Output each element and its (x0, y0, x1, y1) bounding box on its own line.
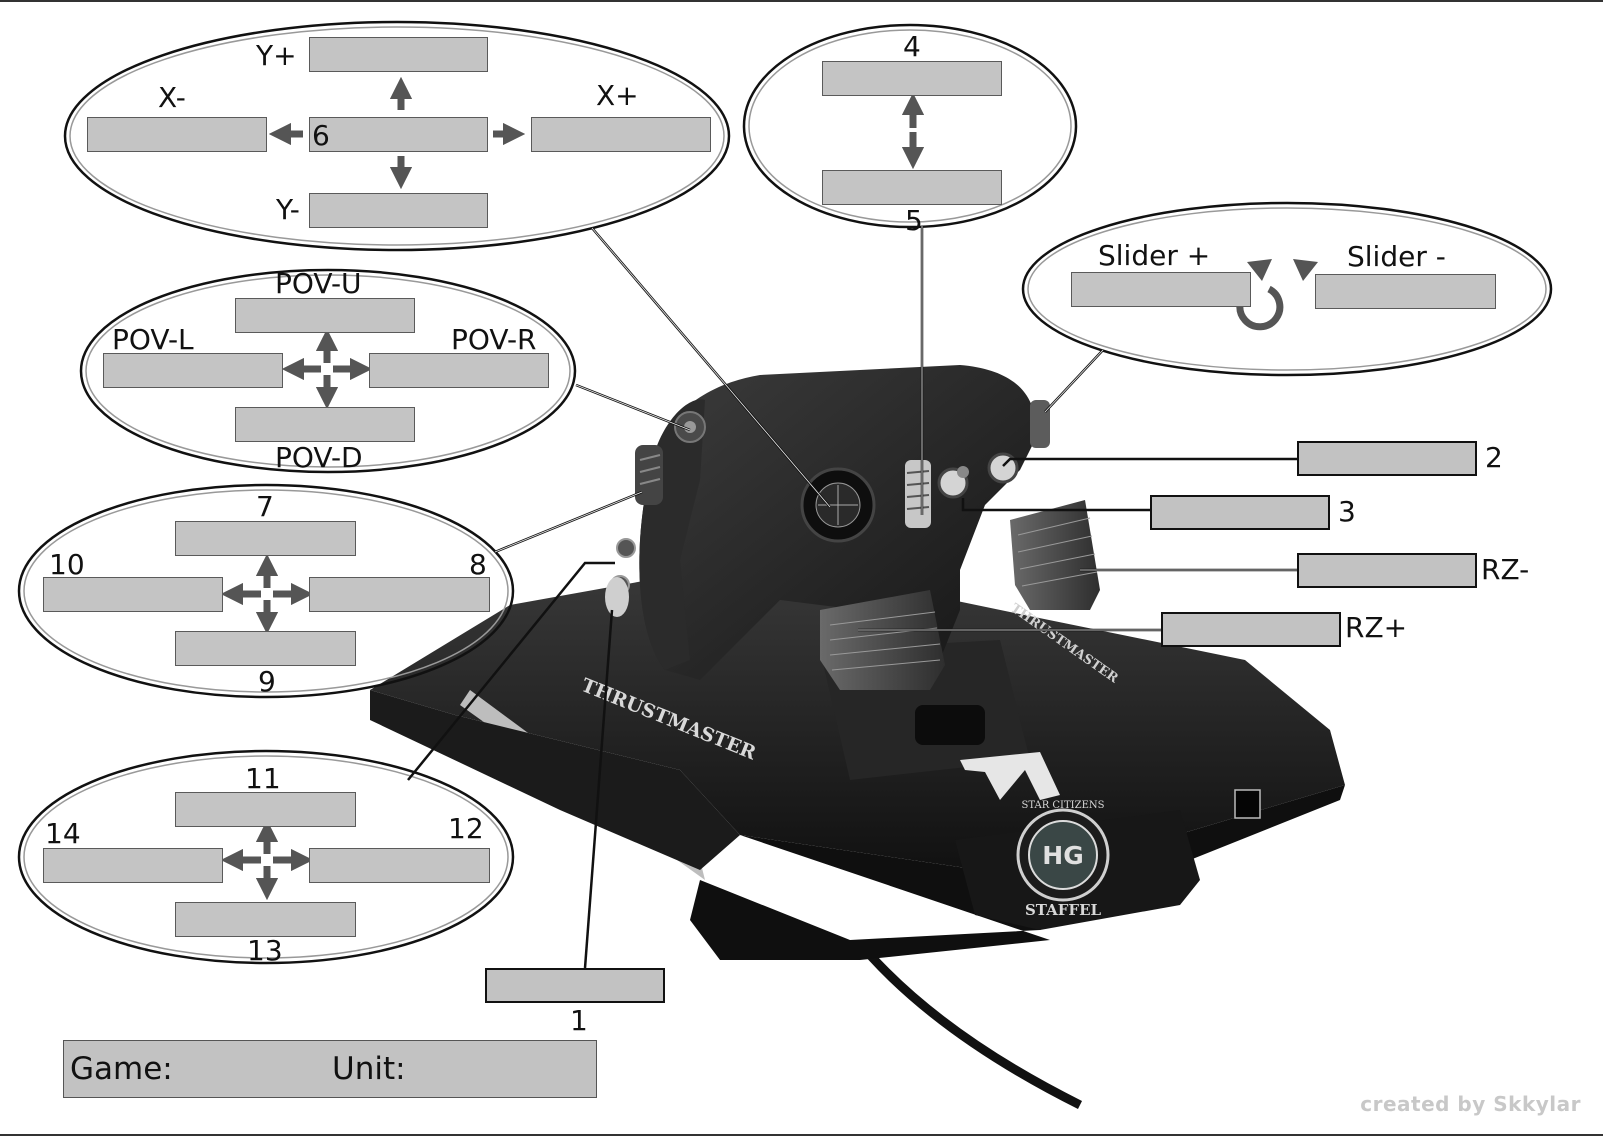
button2-field[interactable] (1297, 441, 1477, 476)
xy-center-field[interactable] (309, 117, 488, 152)
hat8-label: 8 (469, 548, 487, 581)
xy-center-label: 6 (312, 119, 330, 152)
hat7-field[interactable] (175, 521, 356, 556)
button1-field[interactable] (485, 968, 665, 1003)
callout-ellipse-slider (1021, 201, 1553, 377)
button3-field[interactable] (1150, 495, 1330, 530)
slider-minus-field[interactable] (1315, 274, 1496, 309)
hat10-label: 10 (49, 548, 85, 581)
xy-left-label: X- (158, 81, 186, 114)
game-label: Game: (70, 1051, 173, 1087)
xy-right-label: X+ (596, 79, 639, 112)
rz-plus-field[interactable] (1161, 612, 1341, 647)
rocker-top-field[interactable] (822, 61, 1002, 96)
xy-down-label: Y- (276, 193, 300, 226)
pov-down-label: POV-D (275, 441, 363, 474)
hat9-field[interactable] (175, 631, 356, 666)
button3-label: 3 (1338, 495, 1356, 528)
xy-down-field[interactable] (309, 193, 488, 228)
callout-ellipse-hat-11-14 (17, 749, 515, 965)
hat14-field[interactable] (43, 848, 223, 883)
rz-plus-label: RZ+ (1345, 611, 1408, 644)
pov-up-label: POV-U (275, 267, 362, 300)
button2-label: 2 (1485, 441, 1503, 474)
slider-minus-label: Slider - (1347, 240, 1446, 273)
rocker-top-label: 4 (903, 30, 921, 63)
hat10-field[interactable] (43, 577, 223, 612)
callout-ellipse-rocker (742, 23, 1078, 229)
callout-ellipse-hat-7-10 (17, 483, 515, 699)
slider-plus-field[interactable] (1071, 272, 1251, 307)
xy-right-field[interactable] (531, 117, 711, 152)
slider-plus-label: Slider + (1098, 239, 1211, 272)
rz-minus-label: RZ- (1481, 553, 1530, 586)
hat11-label: 11 (245, 762, 281, 795)
xy-up-label: Y+ (256, 39, 297, 72)
hat11-field[interactable] (175, 792, 356, 827)
credit-text: created by Skkylar (1360, 1092, 1581, 1116)
rz-minus-field[interactable] (1297, 553, 1477, 588)
device-base: THRUSTMASTER HG STAR CITIZENS STAFFEL (370, 560, 1345, 1110)
hat13-label: 13 (247, 934, 283, 967)
hat8-field[interactable] (309, 577, 490, 612)
xy-up-field[interactable] (309, 37, 488, 72)
hat9-label: 9 (258, 665, 276, 698)
badge-bottom-text: STAFFEL (1025, 901, 1102, 919)
badge-mark: HG (1042, 841, 1083, 870)
direction-arrows (220, 76, 925, 901)
pov-right-label: POV-R (451, 323, 537, 356)
hat12-label: 12 (448, 812, 484, 845)
pov-down-field[interactable] (235, 407, 415, 442)
hat12-field[interactable] (309, 848, 490, 883)
pov-up-field[interactable] (235, 298, 415, 333)
xy-left-field[interactable] (87, 117, 267, 152)
game-unit-legend[interactable]: Game: Unit: (63, 1040, 597, 1098)
hat14-label: 14 (45, 817, 81, 850)
pov-right-field[interactable] (369, 353, 549, 388)
rocker-bottom-label: 5 (905, 204, 923, 237)
pov-left-field[interactable] (103, 353, 283, 388)
hat13-field[interactable] (175, 902, 356, 937)
pov-left-label: POV-L (112, 323, 194, 356)
callout-ellipse-xy (63, 20, 731, 252)
callout-ellipse-pov (79, 268, 577, 474)
button1-label: 1 (570, 1004, 588, 1037)
unit-label: Unit: (332, 1051, 406, 1087)
rocker-bottom-field[interactable] (822, 170, 1002, 205)
badge-top-text: STAR CITIZENS (1022, 800, 1105, 811)
hat7-label: 7 (256, 490, 274, 523)
